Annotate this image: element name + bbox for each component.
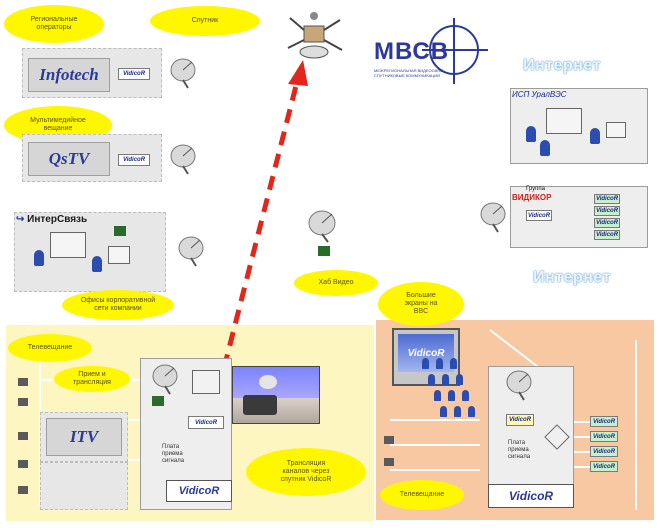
user-icon [454, 406, 461, 417]
user-icon [456, 374, 463, 385]
transmitter-icon [192, 370, 220, 394]
user-icon [434, 390, 441, 401]
tv-icon [18, 460, 28, 468]
vidicor-badge: VidicoR [526, 210, 552, 221]
infotech-logo: Infotech [39, 65, 99, 84]
user-icon [92, 256, 102, 272]
user-icon [468, 406, 475, 417]
tv-icon [18, 486, 28, 494]
monitor-icon [606, 122, 626, 138]
telecast-bubble: Телевещание [8, 334, 92, 362]
satellite-dish-icon [150, 362, 184, 396]
audience-group [418, 354, 494, 424]
satellite-dish-icon [306, 208, 342, 244]
regional-ops-bubble: Региональные операторы [4, 5, 104, 43]
receiver-card-label: Плата приема сигнала [162, 444, 185, 464]
vidicor-badge: VidicoR [594, 194, 620, 204]
broadcast-photo [232, 366, 320, 424]
qstv-logo: QsTV [48, 149, 90, 168]
qstv-box: QsTV [28, 142, 110, 176]
user-icon [526, 126, 536, 142]
mvsv-logo-text: МВСВ [374, 38, 450, 65]
isp-label: ИСП УралВЭС [512, 90, 567, 99]
user-icon [448, 390, 455, 401]
vidicor-logo: VidicoR [488, 484, 574, 508]
phone-icon [152, 396, 164, 406]
user-icon [34, 250, 44, 266]
vidicor-badge: VidicoR [590, 446, 618, 457]
infotech-box: Infotech [28, 58, 110, 92]
user-icon [450, 358, 457, 369]
receiver-card-label: Плата приема сигнала [508, 440, 531, 460]
vidicor-badge: VidicoR [594, 230, 620, 240]
user-icon [540, 140, 550, 156]
user-icon [440, 406, 447, 417]
satellite-dish-icon [168, 56, 202, 90]
vidicor-badge: VidicoR [118, 68, 150, 80]
satellite-dish-icon [504, 368, 538, 402]
internet-cloud-top: Интернет [523, 57, 601, 74]
itv-box: ITV [46, 418, 122, 456]
vidicor-badge: VidicoR [594, 206, 620, 216]
vidicor-badge: VidicoR [118, 154, 150, 166]
monitor-icon [108, 246, 130, 264]
itv-logo: ITV [69, 427, 99, 446]
interlink-logo-text: ИнтерСвязь [27, 214, 88, 225]
interlink-logo: ↪ ИнтерСвязь [16, 214, 87, 225]
phone-icon [114, 226, 126, 236]
vidicor-badge: VidicoR [590, 461, 618, 472]
user-icon [422, 358, 429, 369]
user-icon [590, 128, 600, 144]
tv-icon [18, 432, 28, 440]
tv-icon [18, 398, 28, 406]
phone-icon [318, 246, 330, 256]
user-icon [462, 390, 469, 401]
vidicor-badge: VidicoR [188, 416, 224, 429]
internet-cloud-mid: Интернет [533, 269, 611, 286]
vidicor-badge: VidicoR [506, 414, 534, 426]
monitor-icon [546, 108, 582, 134]
monitor-icon [50, 232, 86, 258]
tv-icon [18, 378, 28, 386]
truck-icon [243, 395, 277, 415]
telecast-bubble-2: Телевещание [380, 480, 464, 510]
receive-bubble: Прием и трансляция [54, 366, 130, 392]
videokor-label: ВИДИКОР [512, 193, 552, 202]
videokor-group-label: Группа [526, 186, 546, 192]
vidicor-badge: VidicoR [590, 431, 618, 442]
corporate-bubble: Офисы корпоративной сети компании [62, 290, 174, 320]
satellite-bubble: Спутник [150, 6, 260, 36]
mvsv-logo: МВСВ МЕЖРЕГИОНАЛЬНАЯ ВИДЕОСВЯЗЬ СПУТНИКО… [372, 18, 492, 84]
satellite-dish-icon [259, 375, 277, 389]
large-screens-bubble: Большие экраны на BBC [378, 282, 464, 326]
vidicor-logo: VidicoR [166, 480, 232, 502]
channels-bubble: Трансляция каналов через спутник VidicoR [246, 448, 366, 496]
tv-icon [384, 436, 394, 444]
user-icon [436, 358, 443, 369]
user-icon [428, 374, 435, 385]
satellite-dish-icon [168, 142, 202, 176]
satellite-dish-icon [478, 200, 512, 234]
tv-icon [384, 458, 394, 466]
satellite-dish-icon [176, 234, 210, 268]
interlink-arrow-icon: ↪ [16, 214, 25, 225]
vidicor-badge: VidicoR [594, 218, 620, 228]
user-icon [442, 374, 449, 385]
hub-bubble: Хаб Видео [294, 270, 378, 296]
vidicor-badge: VidicoR [590, 416, 618, 427]
satellite-icon [280, 8, 350, 63]
mvsv-subtitle: МЕЖРЕГИОНАЛЬНАЯ ВИДЕОСВЯЗЬ СПУТНИКОВЫЕ К… [374, 68, 446, 78]
itv-server-panel [40, 462, 128, 510]
